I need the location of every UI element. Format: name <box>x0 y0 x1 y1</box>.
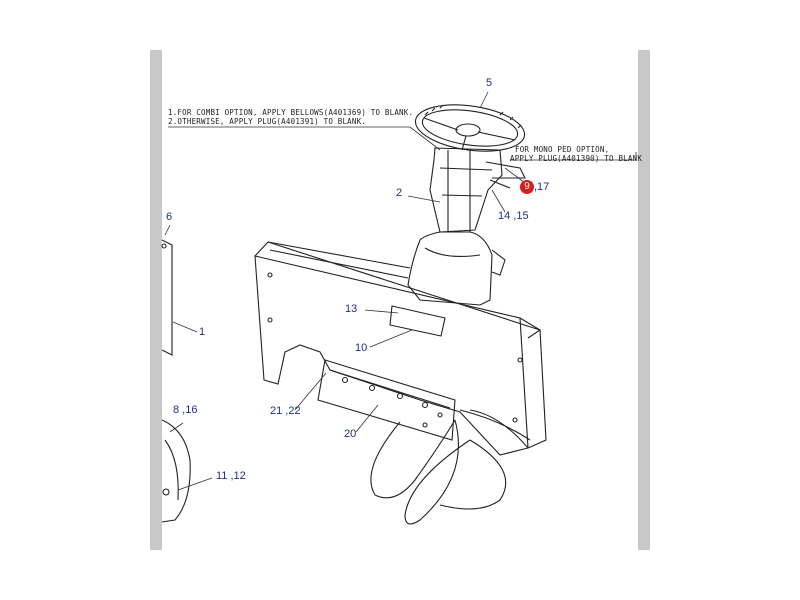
combi-note-line1: 1.FOR COMBI OPTION, APPLY BELLOWS(A40136… <box>168 108 414 117</box>
callout-13[interactable]: 13 <box>345 303 358 315</box>
main-panel <box>254 241 547 456</box>
callout-8-16[interactable]: 8 ,16 <box>173 404 198 416</box>
leader-lines <box>164 91 637 491</box>
callout-11-12[interactable]: 11 ,12 <box>216 470 246 482</box>
callout-17[interactable]: ,17 <box>534 181 550 193</box>
callout-21-22[interactable]: 21 ,22 <box>270 405 301 417</box>
steering-wheel <box>414 104 526 152</box>
mono-note-line1: FOR MONO PED OPTION, <box>515 145 610 154</box>
callout-1[interactable]: 1 <box>199 326 206 338</box>
callout-14-15[interactable]: 14 ,15 <box>498 210 529 222</box>
label-plate <box>389 305 446 337</box>
combi-note-line2: 2.OTHERWISE, APPLY PLUG(A401391) TO BLAN… <box>168 117 367 126</box>
cable-loops <box>370 409 531 525</box>
mono-note-line2: APPLY PLUG(A401390) TO BLANK <box>510 154 643 163</box>
steering-column <box>429 147 526 233</box>
right-frame-bar <box>638 50 650 550</box>
column-base <box>407 231 506 306</box>
bracket-plate <box>317 359 456 441</box>
callout-9-highlight[interactable]: 9 <box>520 180 534 194</box>
callout-20[interactable]: 20 <box>344 428 357 440</box>
callout-6[interactable]: 6 <box>166 211 173 223</box>
left-frame-bar <box>150 50 162 550</box>
callout-5[interactable]: 5 <box>486 77 493 89</box>
callout-10[interactable]: 10 <box>355 342 368 354</box>
callout-2[interactable]: 2 <box>396 187 403 199</box>
left-side-detail <box>161 239 191 523</box>
